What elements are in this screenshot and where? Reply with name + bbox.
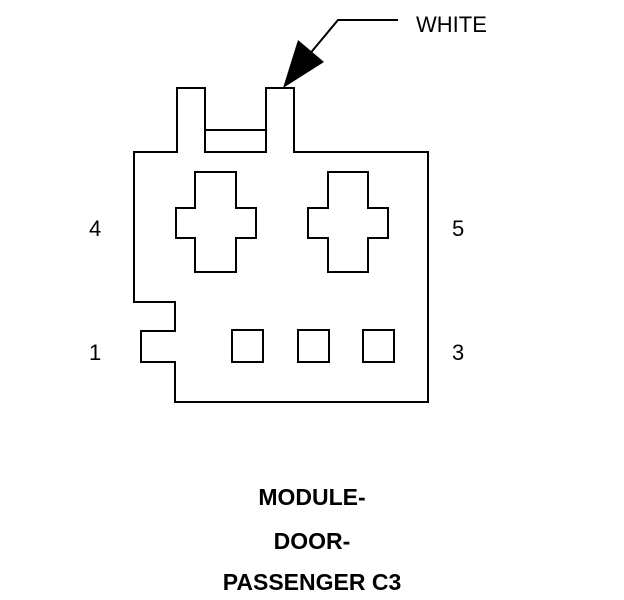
pin-label-1: 1 <box>89 340 102 365</box>
cavity-square-3 <box>362 329 395 363</box>
pin-label-3: 3 <box>452 340 465 365</box>
cavity-pin-5 <box>307 171 389 273</box>
pin-label-4: 4 <box>89 216 102 241</box>
title-line-1: MODULE- <box>258 484 366 510</box>
callout-label-white: WHITE <box>416 12 487 37</box>
title-line-2: DOOR- <box>273 528 351 554</box>
cavity-square-1 <box>231 329 264 363</box>
cavity-pin-4 <box>175 171 257 273</box>
callout-arrowhead <box>283 40 324 88</box>
callout-leader-line <box>307 19 398 57</box>
connector-housing <box>133 87 429 403</box>
pin-label-5: 5 <box>452 216 465 241</box>
cavity-square-2 <box>297 329 330 363</box>
title-line-3: PASSENGER C3 <box>222 569 402 595</box>
